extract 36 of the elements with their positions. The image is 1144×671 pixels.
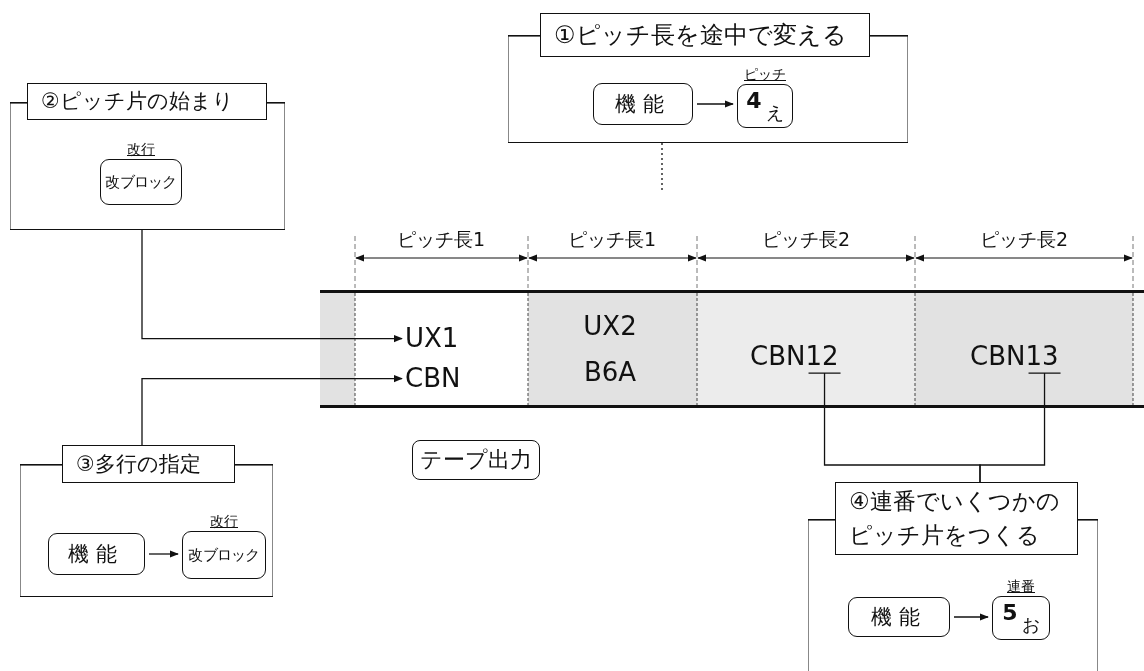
tape-text: UX1 bbox=[405, 323, 459, 355]
panel-frame bbox=[10, 83, 285, 230]
dimension-label: ピッチ長2 bbox=[979, 228, 1069, 251]
arrow bbox=[696, 100, 734, 108]
key: 機能 bbox=[593, 83, 693, 125]
panel-heading: ②ピッチ片の始まり bbox=[27, 83, 267, 120]
panel-frame bbox=[808, 482, 1098, 671]
label-box: テープ出力 bbox=[412, 440, 540, 480]
connector-line bbox=[979, 372, 1062, 483]
panel-frame bbox=[20, 445, 273, 597]
leader-line bbox=[661, 142, 663, 191]
key-label: 連番 bbox=[1006, 578, 1036, 594]
key: 改ブロック bbox=[100, 159, 182, 205]
key: 機能 bbox=[848, 597, 950, 637]
dimension-label: ピッチ長1 bbox=[396, 228, 486, 251]
tape-text: UX2 bbox=[583, 311, 637, 343]
tape-text: CBN bbox=[405, 363, 461, 395]
tape-text: CBN12 bbox=[750, 341, 839, 373]
key-label: ピッチ bbox=[743, 66, 787, 82]
arrow bbox=[148, 550, 179, 558]
dimension-label: ピッチ長2 bbox=[761, 228, 851, 251]
dimension-label: ピッチ長1 bbox=[567, 228, 657, 251]
key-label: 改行 bbox=[126, 141, 156, 157]
tape-text: CBN13 bbox=[970, 341, 1059, 373]
arrow bbox=[953, 613, 989, 621]
panel-heading: ①ピッチ長を途中で変える bbox=[540, 13, 870, 57]
key: 機能 bbox=[48, 533, 145, 575]
arrow bbox=[141, 229, 403, 343]
panel-frame bbox=[508, 13, 908, 143]
panel-heading: ④連番でいくつかのピッチ片をつくる bbox=[835, 482, 1078, 555]
tape-strip bbox=[320, 290, 1144, 408]
key-label: 改行 bbox=[209, 513, 239, 529]
key: 改ブロック bbox=[182, 531, 266, 579]
panel-heading: ③多行の指定 bbox=[62, 445, 235, 483]
arrow bbox=[141, 375, 403, 446]
tape-text: B6A bbox=[583, 357, 637, 389]
